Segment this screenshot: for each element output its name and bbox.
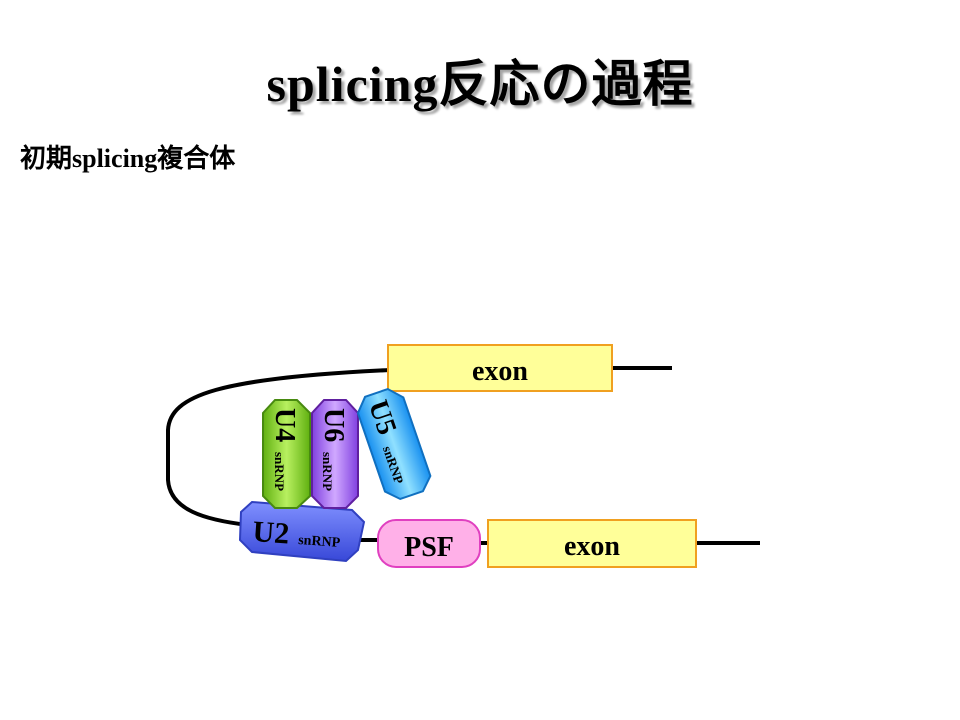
u4-snrnp: U4 snRNP (262, 399, 311, 509)
u2-snrnp: U2 snRNP (238, 500, 366, 563)
slide-subtitle: 初期splicing複合体 (20, 144, 236, 173)
u4-label: U4 (269, 408, 300, 442)
u6-label: U6 (318, 408, 349, 442)
slide-title: splicing反応の過程 (266, 56, 694, 112)
rna-loop (166, 368, 391, 527)
u6-sublabel: snRNP (320, 452, 335, 491)
u4-sublabel: snRNP (272, 452, 287, 491)
exon-bottom-label: exon (564, 531, 620, 562)
u2-sublabel: snRNP (298, 533, 341, 551)
u2-label: U2 (252, 515, 291, 550)
psf-protein: PSF (377, 519, 481, 568)
u6-snrnp: U6 snRNP (311, 399, 359, 509)
exon-top-label: exon (472, 356, 528, 387)
u5-snrnp: U5 snRNP (356, 387, 432, 501)
exon-bottom: exon (487, 519, 697, 568)
exon-top: exon (387, 344, 613, 392)
psf-label: PSF (404, 532, 454, 563)
